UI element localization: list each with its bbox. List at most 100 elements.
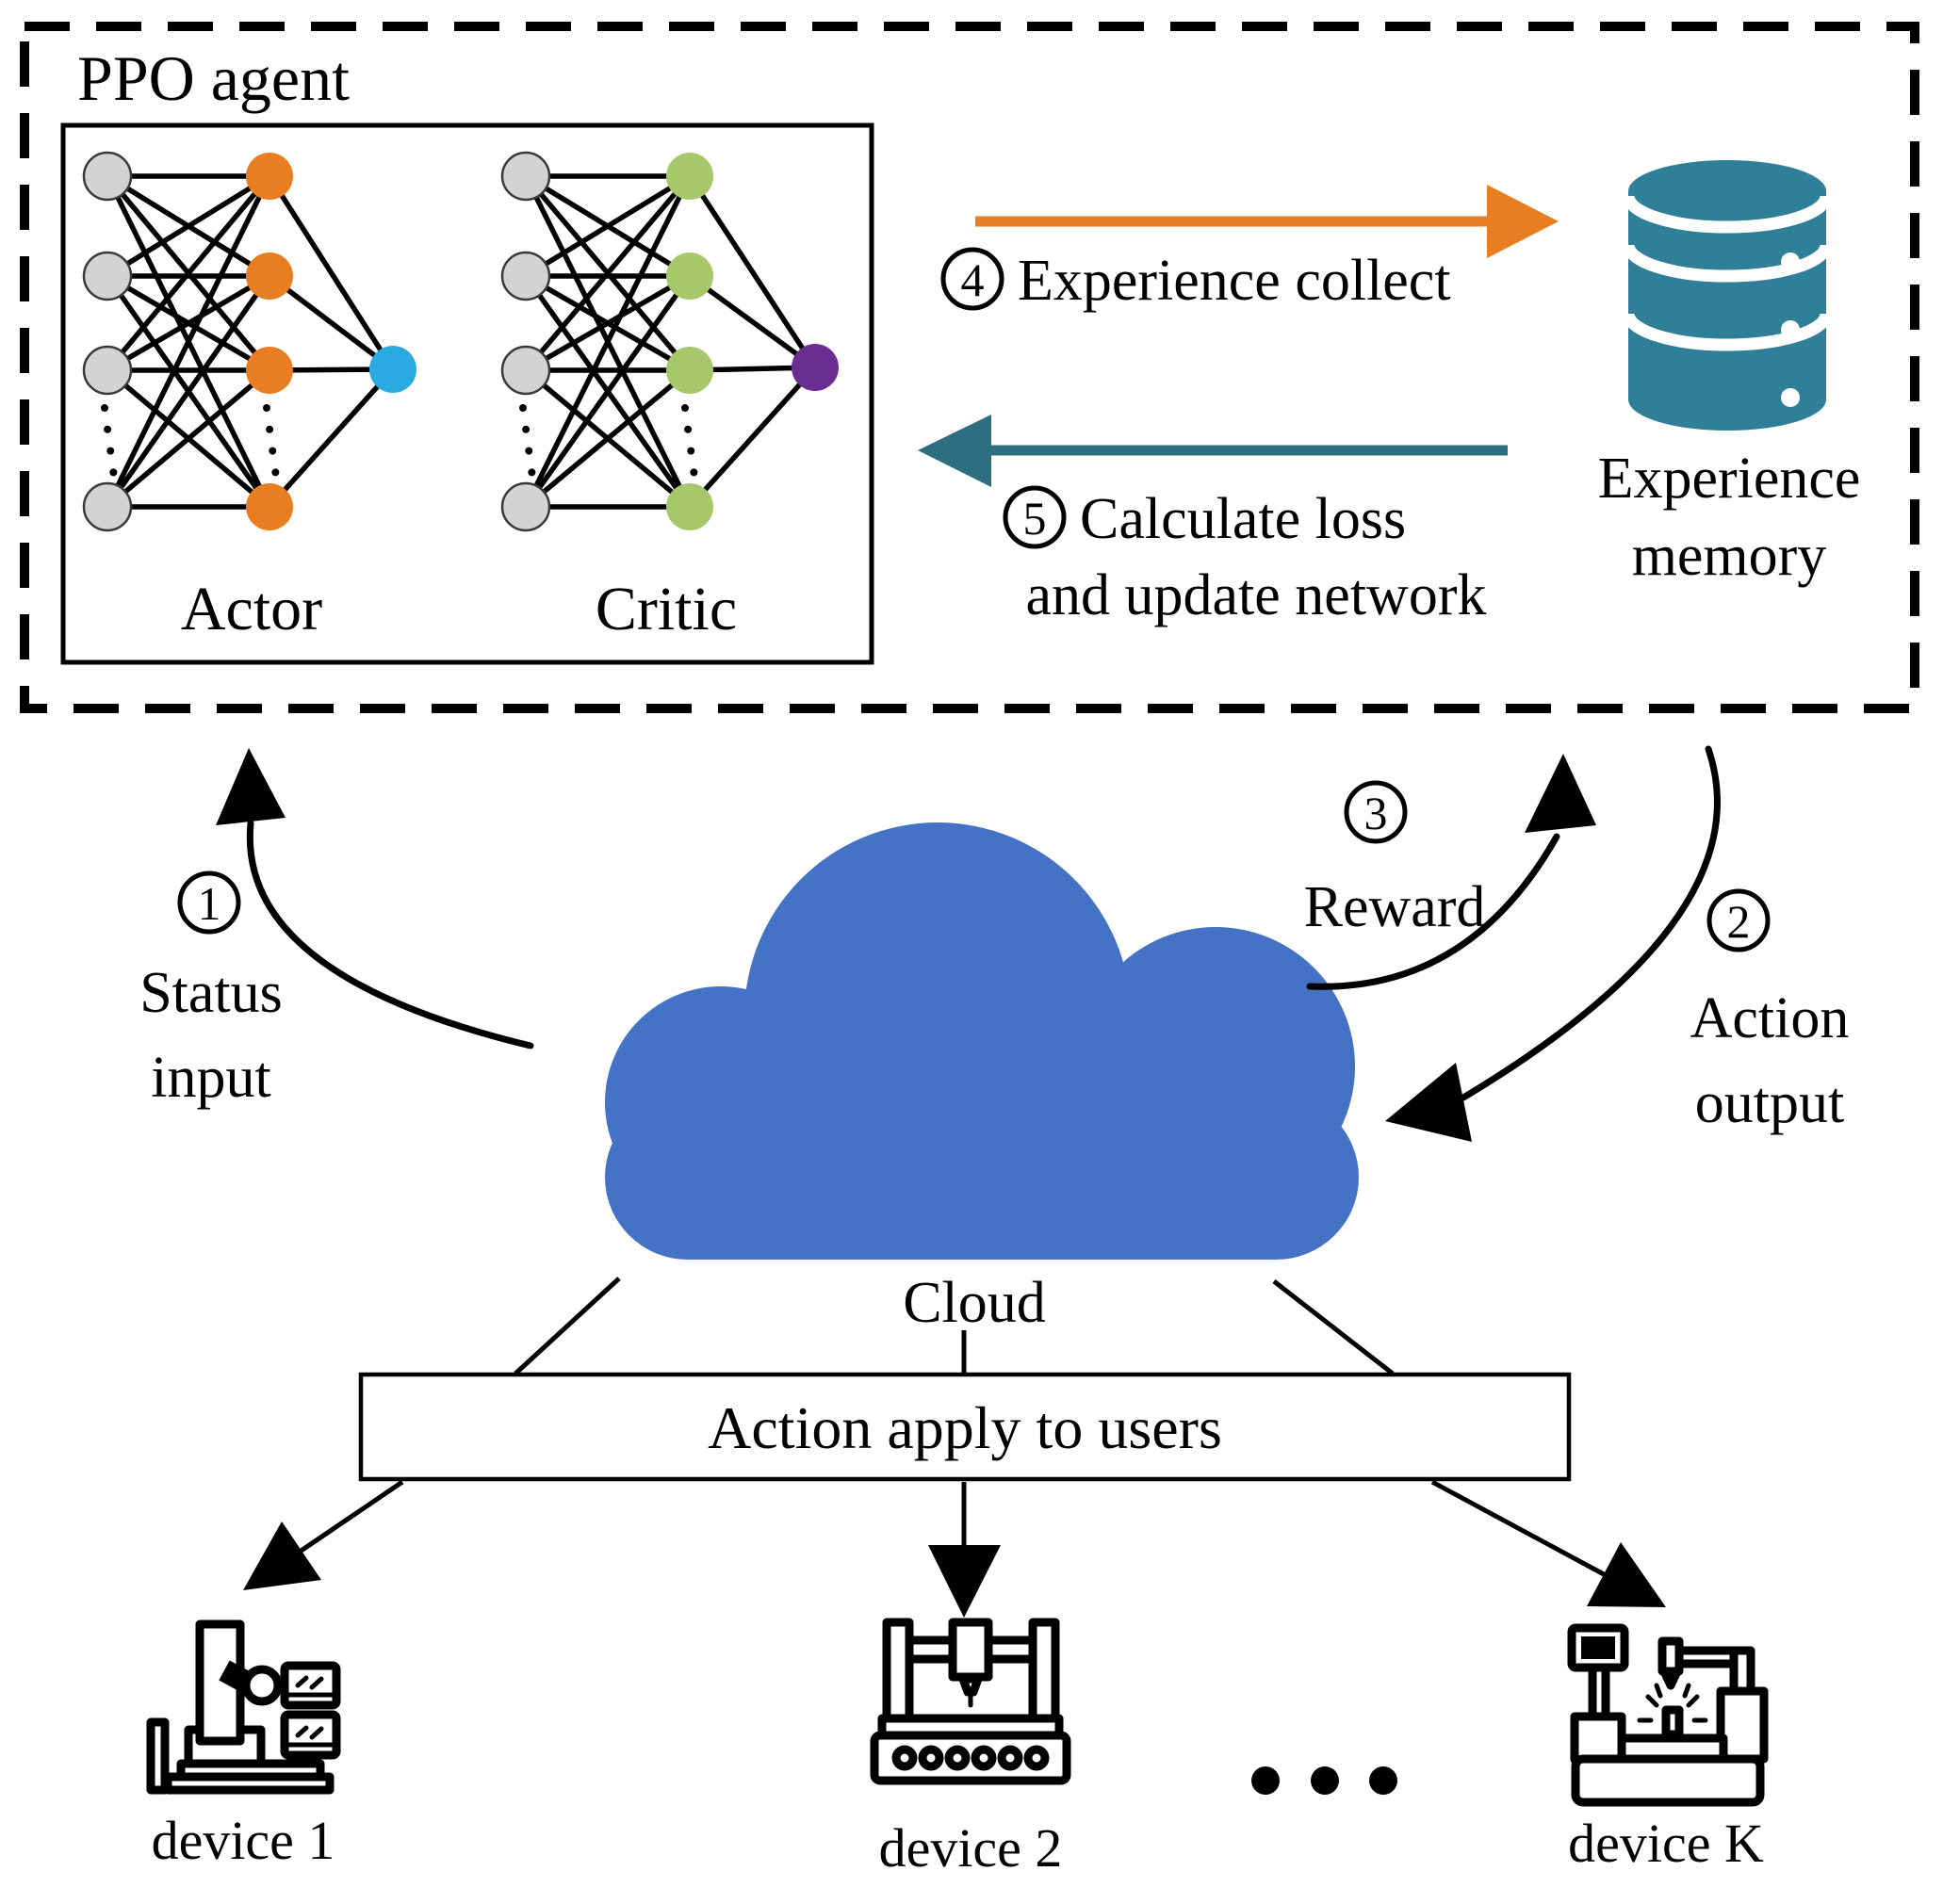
cloud-to-box-connectors [514, 1277, 1395, 1375]
critic-output-edges [687, 174, 818, 509]
deviceK-monitor-stand [1588, 1663, 1610, 1721]
ppo-agent-title: PPO agent [77, 42, 350, 114]
device2-spindle [948, 1618, 993, 1682]
actor-network: Actor [82, 151, 416, 643]
critic-hidden-node [666, 252, 713, 300]
device2-base-hole [918, 1745, 944, 1771]
step3-circle-icon [1344, 780, 1408, 844]
device2-base-hole [1023, 1745, 1050, 1771]
arrow-to-deviceK-line [1430, 1479, 1606, 1577]
arrow-to-device2-head-icon [928, 1545, 1001, 1618]
critic-input-node [500, 151, 551, 202]
action-apply-rect [358, 1372, 1572, 1482]
action-output-arrowhead-icon [1385, 1063, 1472, 1142]
step5-number: 5 [1023, 492, 1047, 545]
device-k-icon [1567, 1623, 1769, 1807]
calculate-loss-arrowhead-icon [918, 415, 991, 487]
experience-memory-label-line2: memory [1632, 524, 1827, 588]
calculate-loss-arrow: 5 Calculate loss and update network [918, 415, 1508, 627]
actor-input-node [82, 151, 133, 202]
device1-monitor-bottom [280, 1710, 341, 1760]
device-2: device 2 [870, 1618, 1071, 1879]
experience-collect-arrowhead-icon [1487, 185, 1559, 258]
step4-number: 4 [961, 253, 985, 306]
action-output-arrow: 2 Action output [1385, 745, 1850, 1142]
step2-circle-icon [1706, 888, 1771, 952]
device2-drill-bit [958, 1674, 983, 1697]
step4-circle-icon [940, 247, 1004, 311]
actor-input-node [82, 251, 133, 301]
cloud-icon [605, 822, 1359, 1260]
arrow-to-deviceK-head-icon [1587, 1542, 1666, 1607]
action-apply-label: Action apply to users [708, 1394, 1222, 1461]
step5-label-line1: Calculate loss [1080, 487, 1406, 551]
status-input-arrowhead-icon [216, 748, 286, 825]
database-icon [1622, 160, 1833, 431]
database-dot [1781, 252, 1800, 271]
critic-network: Critic [500, 151, 839, 643]
device-k: device K [1567, 1623, 1769, 1874]
database-dot [1781, 320, 1800, 339]
device2-base-hole [997, 1745, 1023, 1771]
device1-monitor-glare [295, 1675, 324, 1690]
device2-base-hole [944, 1745, 971, 1771]
cloud-base [605, 1095, 1359, 1260]
device-k-label: device K [1568, 1813, 1764, 1874]
step1-label-line1: Status [139, 961, 283, 1025]
networks-box [60, 122, 874, 665]
step2-label-line1: Action [1690, 986, 1850, 1050]
device2-right-post [1028, 1618, 1060, 1725]
critic-input-node [500, 251, 551, 301]
device2-base-hole [891, 1745, 918, 1771]
step5-circle-icon [1003, 485, 1067, 549]
actor-hidden-node [246, 153, 293, 200]
reward-arrow: 3 Reward [1304, 754, 1596, 990]
experience-memory: Experience memory [1598, 160, 1860, 588]
status-input-arrow: 1 Status input [139, 748, 534, 1110]
critic-hidden-node [666, 153, 713, 200]
device2-base-hole [971, 1745, 997, 1771]
device-1-label: device 1 [152, 1810, 335, 1871]
device1-monitor-glare [295, 1725, 324, 1740]
critic-output-node [792, 344, 839, 391]
step5-label-line2: and update network [1026, 563, 1487, 627]
device1-back-plate [146, 1717, 170, 1795]
deviceK-base [1571, 1754, 1765, 1807]
actor-input-node [82, 345, 133, 396]
ellipsis-dot [1311, 1766, 1339, 1795]
database-lid [1628, 160, 1826, 222]
device-1-icon [146, 1619, 341, 1795]
connector-left [514, 1277, 621, 1375]
action-output-curve [1460, 745, 1721, 1101]
step1-number: 1 [198, 877, 221, 930]
step2-label-line2: output [1695, 1071, 1844, 1135]
database-dot [1781, 388, 1800, 407]
critic-edges [523, 173, 693, 510]
step1-label-line2: input [151, 1046, 270, 1110]
reward-curve [1306, 833, 1560, 990]
database-body [1628, 191, 1826, 431]
deviceK-workpiece [1661, 1705, 1684, 1739]
device2-left-post [882, 1618, 914, 1725]
ppo-agent-container: PPO agent [20, 22, 1919, 713]
deviceK-torch-tip [1659, 1667, 1682, 1690]
connector-right [1272, 1279, 1395, 1375]
critic-hidden-node [666, 347, 713, 394]
step3-number: 3 [1364, 787, 1388, 839]
actor-edges [105, 173, 272, 510]
ellipsis-dot [1251, 1766, 1280, 1795]
arrow-to-device1-head-icon [243, 1522, 321, 1590]
device-2-label: device 2 [879, 1817, 1063, 1879]
cloud-label: Cloud [903, 1271, 1046, 1335]
critic-hidden-node [666, 483, 713, 530]
database-separators [1622, 195, 1833, 351]
actor-input-node [82, 481, 133, 532]
devices-ellipsis-icon [1251, 1766, 1397, 1795]
actor-hidden-node [246, 347, 293, 394]
deviceK-torch [1657, 1636, 1684, 1676]
deviceK-stand-base [1570, 1712, 1626, 1765]
deviceK-sparks [1637, 1683, 1708, 1723]
step3-label: Reward [1304, 875, 1486, 939]
actor-hidden-node [246, 252, 293, 300]
deviceK-arm-vertical [1729, 1646, 1755, 1698]
